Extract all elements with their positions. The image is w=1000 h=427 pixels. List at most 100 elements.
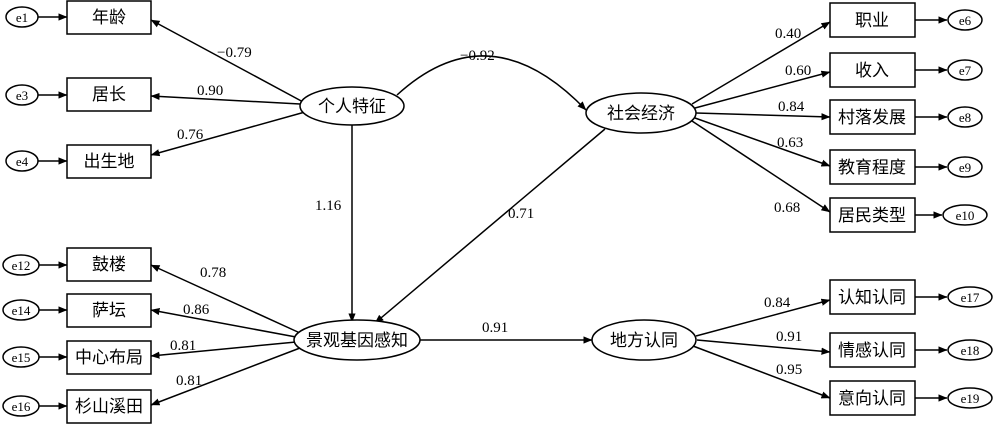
indicator-box-occupation: 职业 <box>829 2 916 38</box>
svg-text:e4: e4 <box>16 154 29 169</box>
error-node-e7: e7 <box>947 59 983 81</box>
error-node-e9: e9 <box>947 156 983 178</box>
error-node-e4: e4 <box>5 150 39 172</box>
path-social-occupation <box>691 21 831 105</box>
latent-social: 社会经济 <box>585 92 697 134</box>
svg-text:萨坛: 萨坛 <box>92 301 126 321</box>
svg-text:教育程度: 教育程度 <box>838 158 906 178</box>
coef-resident-type: 0.68 <box>774 200 800 216</box>
svg-text:e10: e10 <box>956 208 975 223</box>
indicator-box-fir-field: 杉山溪田 <box>66 389 152 424</box>
coef-fir-field: 0.81 <box>176 373 202 389</box>
coef-cognitive: 0.84 <box>764 295 791 311</box>
svg-text:e8: e8 <box>959 110 971 125</box>
path-personal-age <box>150 19 306 104</box>
error-node-e12: e12 <box>2 254 40 276</box>
path-identity-intention <box>692 345 831 399</box>
svg-text:认知认同: 认知认同 <box>838 288 906 308</box>
indicator-box-cognitive: 认知认同 <box>829 279 916 315</box>
svg-text:e14: e14 <box>12 303 31 318</box>
svg-text:职业: 职业 <box>855 11 889 31</box>
path-social-resident-type <box>691 120 831 213</box>
svg-text:社会经济: 社会经济 <box>607 104 675 124</box>
error-node-e19: e19 <box>947 387 993 409</box>
svg-text:出生地: 出生地 <box>84 152 135 172</box>
coef-personal-social: −0.92 <box>460 48 495 64</box>
svg-text:e12: e12 <box>12 258 31 273</box>
path-social-education <box>694 117 831 167</box>
coef-occupation: 0.40 <box>775 26 801 42</box>
coef-income: 0.60 <box>785 63 811 79</box>
coef-village: 0.84 <box>778 99 805 115</box>
svg-text:个人特征: 个人特征 <box>318 97 386 117</box>
coef-intention: 0.95 <box>776 362 802 378</box>
latent-landscape: 景观基因感知 <box>293 319 421 361</box>
error-node-e17: e17 <box>947 286 993 308</box>
svg-text:e7: e7 <box>959 63 972 78</box>
path-landscape-fir-field <box>150 347 301 406</box>
svg-text:e1: e1 <box>16 10 28 25</box>
error-node-e16: e16 <box>2 395 40 417</box>
coef-personal-landscape: 1.16 <box>315 198 342 214</box>
error-node-e8: e8 <box>947 106 983 128</box>
path-landscape-sa-altar <box>150 308 297 338</box>
coef-emotional: 0.91 <box>776 329 802 345</box>
indicator-box-birthplace: 出生地 <box>66 144 152 179</box>
error-node-e18: e18 <box>947 339 993 361</box>
error-node-e6: e6 <box>947 9 983 31</box>
svg-text:鼓楼: 鼓楼 <box>92 255 126 275</box>
svg-text:意向认同: 意向认同 <box>838 389 906 409</box>
svg-text:e18: e18 <box>961 343 980 358</box>
svg-text:e6: e6 <box>959 13 972 28</box>
coef-drum-tower: 0.78 <box>200 265 226 281</box>
svg-text:杉山溪田: 杉山溪田 <box>75 397 143 417</box>
svg-text:e16: e16 <box>12 399 31 414</box>
coef-birthplace: 0.76 <box>177 127 204 143</box>
svg-text:村落发展: 村落发展 <box>838 108 906 128</box>
error-node-e15: e15 <box>2 346 40 368</box>
indicator-box-intention: 意向认同 <box>829 380 916 416</box>
svg-text:情感认同: 情感认同 <box>838 341 906 361</box>
coef-landscape-identity: 0.91 <box>482 320 508 336</box>
error-node-e3: e3 <box>5 84 39 106</box>
latent-personal: 个人特征 <box>299 86 405 126</box>
coef-age: −0.79 <box>217 45 252 61</box>
svg-text:地方认同: 地方认同 <box>610 331 678 351</box>
indicator-box-drum-tower: 鼓楼 <box>66 247 152 282</box>
indicator-box-resident-type: 居民类型 <box>829 197 916 233</box>
coef-residence: 0.90 <box>197 83 223 99</box>
path-identity-emotional <box>696 339 831 355</box>
indicator-box-education: 教育程度 <box>829 149 916 185</box>
error-node-e1: e1 <box>5 6 39 28</box>
svg-text:收入: 收入 <box>855 61 889 81</box>
latent-identity: 地方认同 <box>591 319 697 361</box>
path-personal-social <box>396 55 587 111</box>
path-social-landscape <box>374 128 606 324</box>
indicator-box-sa-altar: 萨坛 <box>66 293 152 328</box>
path-personal-residence <box>150 92 301 105</box>
indicator-box-village: 村落发展 <box>829 99 916 135</box>
coef-center-layout: 0.81 <box>170 338 196 354</box>
coef-sa-altar: 0.86 <box>183 302 210 318</box>
svg-text:e3: e3 <box>16 88 28 103</box>
indicator-box-residence: 居长 <box>66 77 152 112</box>
path-identity-cognitive <box>695 298 831 337</box>
error-node-e10: e10 <box>942 204 988 226</box>
indicator-box-income: 收入 <box>829 52 916 88</box>
coef-social-landscape: 0.71 <box>508 206 534 222</box>
path-social-village <box>695 112 831 121</box>
error-node-e14: e14 <box>2 299 40 321</box>
coef-education: 0.63 <box>777 135 803 151</box>
svg-text:居长: 居长 <box>92 85 126 105</box>
svg-text:e15: e15 <box>12 350 31 365</box>
path-landscape-center-layout <box>150 341 297 359</box>
path-personal-birthplace <box>150 111 306 157</box>
indicator-box-age: 年龄 <box>66 0 152 35</box>
path-landscape-drum-tower <box>150 264 301 334</box>
svg-text:e19: e19 <box>961 391 980 406</box>
svg-text:年龄: 年龄 <box>92 8 126 28</box>
svg-text:中心布局: 中心布局 <box>75 348 143 368</box>
indicator-box-center-layout: 中心布局 <box>66 340 152 375</box>
svg-text:e17: e17 <box>961 290 980 305</box>
